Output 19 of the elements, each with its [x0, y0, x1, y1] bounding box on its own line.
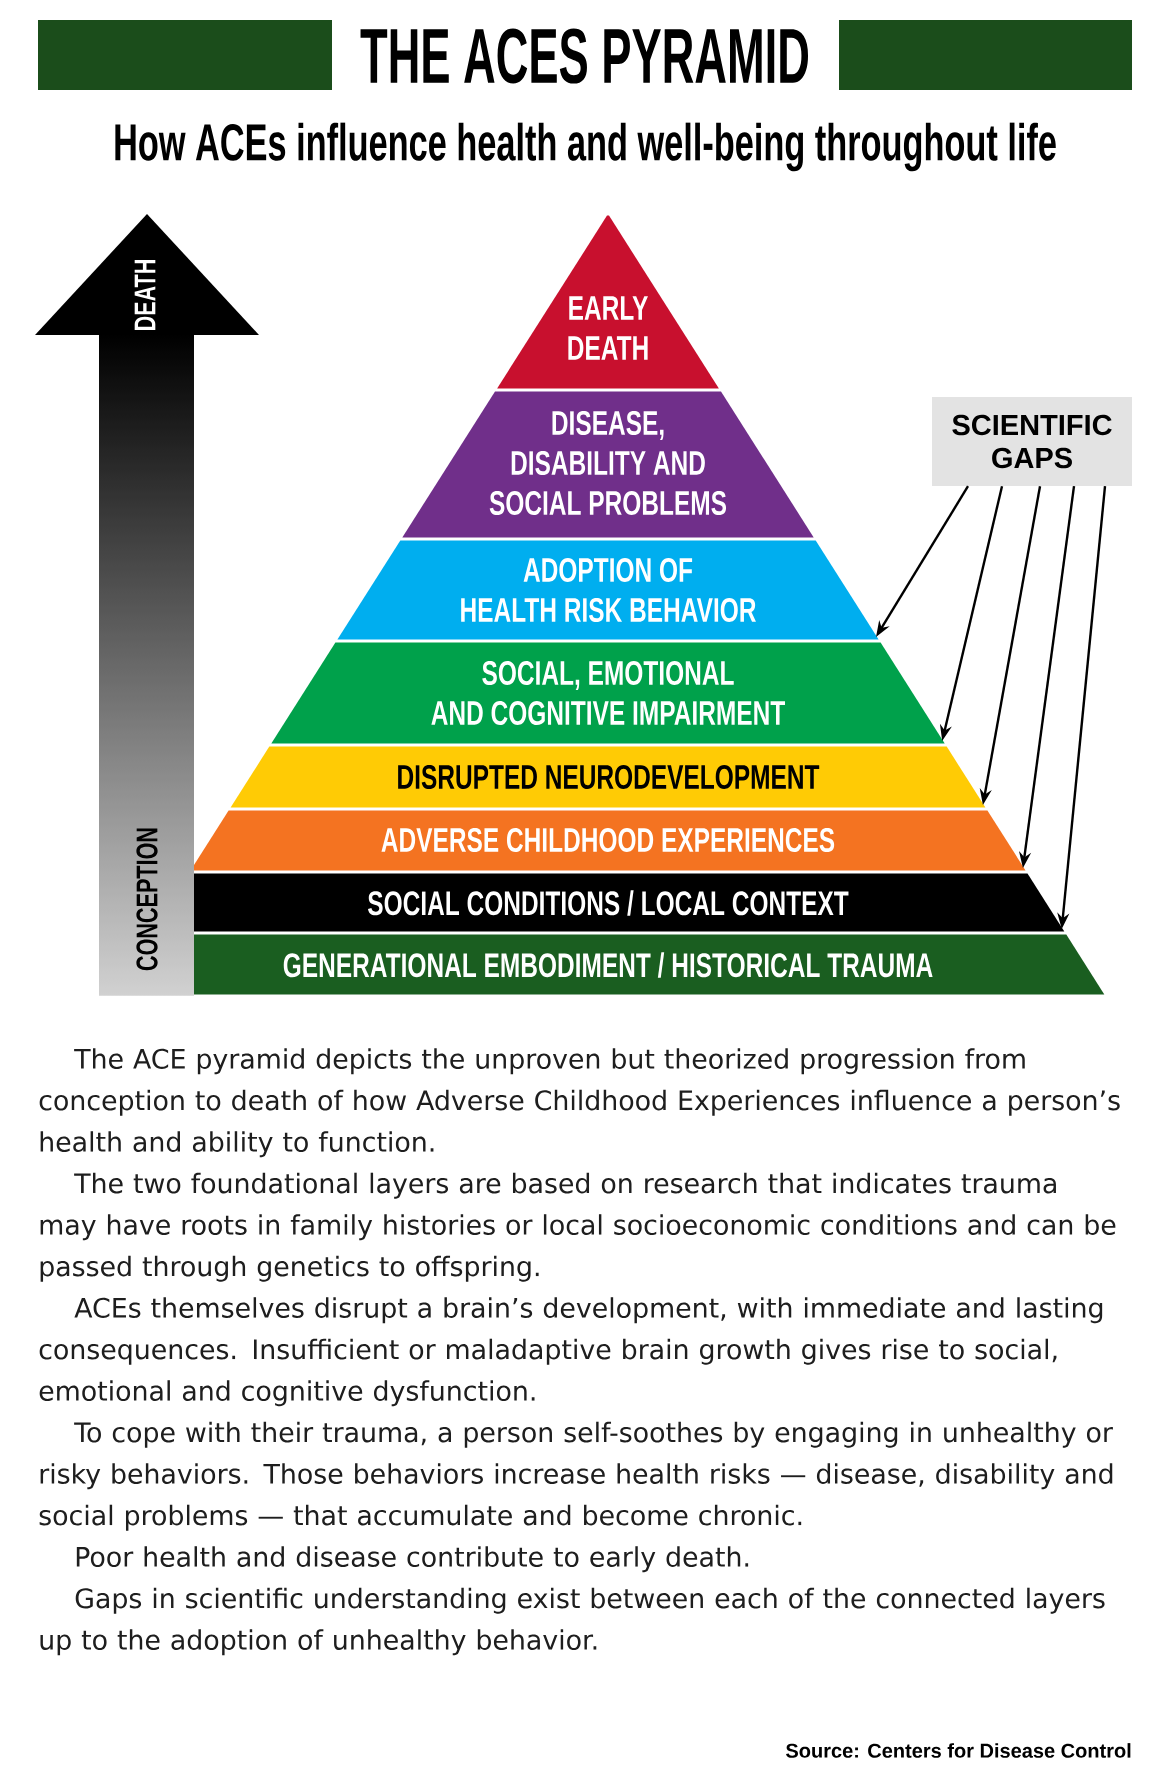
callout-box: SCIENTIFIC GAPS — [932, 397, 1132, 486]
pyramid-layer: EARLY DEATH — [497, 215, 719, 389]
axis-label: DEATH — [134, 260, 156, 330]
pyramid-layer: ADVERSE CHILDHOOD EXPERIENCES — [194, 810, 1026, 871]
paragraph: Gaps in scientific understanding exist between each of the connected layers up to the adoption of unhealthy behavior. — [40, 1587, 1105, 1656]
pyramid-layer: SOCIAL CONDITIONS / LOCAL CONTEXT — [194, 873, 1065, 932]
pyramid-layer: ADOPTION OF HEALTH RISK BEHAVIOR — [337, 540, 879, 640]
pyramid-layer: DISRUPTED NEURODEVELOPMENT — [230, 746, 986, 808]
axis-label: CONCEPTION — [136, 828, 158, 971]
paragraph: The two foundational layers are based on research that indicates trauma may have roots in family histories or local socioeconomic conditions and can be passed through genetics to offspring. — [40, 1172, 1116, 1282]
pyramid-layer: DISEASE, DISABILITY AND SOCIAL PROBLEMS — [402, 391, 814, 538]
title-banner: THE ACES PYRAMID — [38, 20, 1132, 90]
pyramid-layer: GENERATIONAL EMBODIMENT / HISTORICAL TRAUMA — [194, 934, 1105, 995]
paragraph: The ACE pyramid depicts the unproven but theorized progression from conception to death of how Adverse Childhood Experiences influence a person’s health and ability to function. — [39, 1048, 1120, 1158]
source-note: Source: Centers for Disease Control — [786, 1743, 1131, 1758]
paragraph: ACEs themselves disrupt a brain’s development, with immediate and lasting consequences. Insufficient or maladaptive brain growth gives rise to social, emotional and cognitive dysfunction. — [39, 1297, 1103, 1407]
pyramid-layer: SOCIAL, EMOTIONAL AND COGNITIVE IMPAIRMENT — [271, 642, 945, 744]
paragraph: Poor health and disease contribute to early death. — [76, 1546, 749, 1573]
paragraph: To cope with their trauma, a person self-soothes by engaging in unhealthy or risky behaviors. Those behaviors increase health risks — disease, disability and social problems — that accumulate and become chronic. — [39, 1421, 1113, 1531]
